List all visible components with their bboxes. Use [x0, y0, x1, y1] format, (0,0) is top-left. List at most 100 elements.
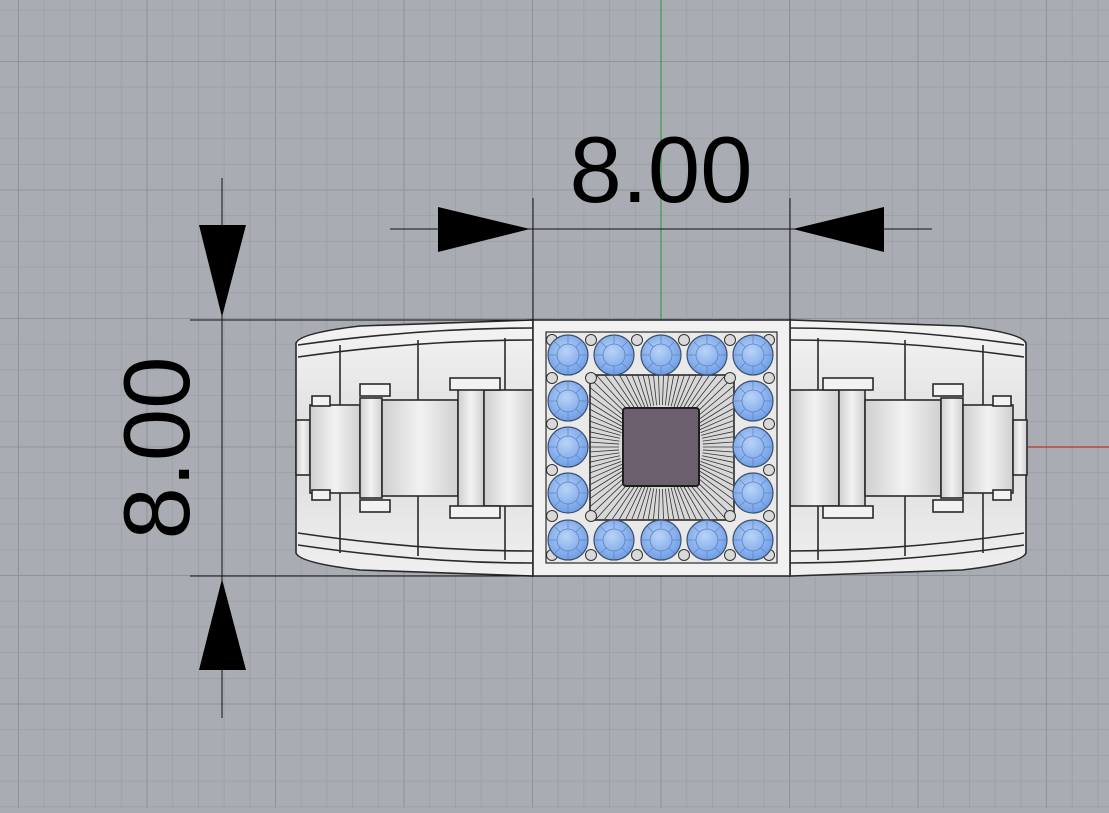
- sunburst-line: [647, 488, 655, 520]
- sunburst-line: [653, 488, 658, 520]
- sunburst-line: [699, 414, 734, 431]
- sunburst-line: [667, 374, 675, 406]
- halo-stones: [547, 334, 774, 561]
- sunburst-line: [681, 374, 703, 411]
- sunburst-line: [653, 374, 658, 406]
- halo-stone[interactable]: [593, 334, 635, 376]
- sunburst-line: [694, 471, 734, 500]
- sunburst-line: [701, 458, 734, 469]
- halo-stone[interactable]: [732, 426, 774, 468]
- sunburst-line: [588, 408, 625, 428]
- sunburst-line: [619, 374, 641, 411]
- horizontal-dimension-label: 8.00: [570, 117, 753, 222]
- halo-stone[interactable]: [547, 472, 589, 514]
- link-segment: [457, 387, 485, 509]
- prong: [724, 549, 736, 561]
- sunburst-line: [631, 374, 646, 409]
- prong: [763, 464, 775, 476]
- sunburst-line: [588, 449, 620, 453]
- sunburst-line: [684, 481, 710, 520]
- prong: [585, 334, 597, 346]
- halo-stone[interactable]: [547, 334, 589, 376]
- sunburst-line: [588, 401, 626, 426]
- sunburst-line: [681, 483, 703, 520]
- sunburst-line: [670, 374, 680, 407]
- sunburst-line: [588, 420, 622, 434]
- halo-stone[interactable]: [732, 472, 774, 514]
- sunburst-line: [701, 425, 734, 436]
- sunburst-line: [702, 436, 734, 442]
- sunburst-line: [612, 481, 638, 520]
- sunburst-line: [588, 425, 621, 436]
- halo-stone[interactable]: [732, 380, 774, 422]
- prong: [585, 372, 597, 384]
- sunburst-line: [701, 455, 734, 463]
- link-segment: [838, 387, 866, 509]
- prong: [585, 510, 597, 522]
- halo-stone[interactable]: [732, 519, 774, 561]
- sunburst-line: [588, 431, 621, 439]
- sunburst-line: [684, 374, 710, 413]
- link-segment: [1012, 419, 1028, 476]
- sunburst-line: [588, 466, 625, 486]
- sunburst-line: [662, 374, 664, 406]
- sunburst-line: [625, 374, 643, 410]
- ring-band[interactable]: [295, 319, 1028, 577]
- link-segment: [295, 419, 311, 476]
- halo-stone[interactable]: [686, 334, 728, 376]
- sunburst-line: [588, 441, 620, 445]
- sunburst-line: [673, 374, 685, 408]
- sunburst-line: [637, 486, 649, 520]
- sunburst-line: [702, 449, 734, 453]
- halo-stone[interactable]: [547, 426, 589, 468]
- sunburst-line: [699, 463, 734, 480]
- sunburst-line: [667, 488, 675, 520]
- halo-stone[interactable]: [732, 334, 774, 376]
- prong: [724, 372, 736, 384]
- prong: [763, 510, 775, 522]
- halo-stone[interactable]: [593, 519, 635, 561]
- prong: [724, 510, 736, 522]
- sunburst-line: [676, 485, 691, 520]
- halo-stone[interactable]: [547, 519, 589, 561]
- prong: [678, 549, 690, 561]
- prong: [763, 418, 775, 430]
- sunburst-line: [701, 431, 734, 439]
- vertical-dimension[interactable]: 8.00: [104, 178, 533, 718]
- sunburst-line: [673, 486, 685, 520]
- prong: [546, 464, 558, 476]
- sunburst-line: [696, 401, 734, 426]
- sunburst-line: [642, 487, 652, 520]
- dimension-arrow-up-icon: [199, 579, 246, 670]
- halo-stone[interactable]: [547, 380, 589, 422]
- halo-stone[interactable]: [640, 334, 682, 376]
- horizontal-dimension[interactable]: 8.00: [390, 117, 932, 320]
- sunburst-line: [625, 484, 643, 520]
- sunburst-line: [702, 441, 734, 445]
- dimension-arrow-down-icon: [199, 225, 246, 317]
- prong: [724, 334, 736, 346]
- sunburst-line: [588, 436, 620, 442]
- prong: [546, 418, 558, 430]
- sunburst-line: [588, 458, 621, 469]
- sunburst-line: [670, 487, 680, 520]
- sunburst-line: [679, 374, 697, 410]
- sunburst-line: [700, 420, 734, 434]
- halo-stone[interactable]: [640, 519, 682, 561]
- sunburst-line: [619, 483, 641, 520]
- sunburst-line: [696, 468, 734, 493]
- prong: [546, 510, 558, 522]
- center-setting[interactable]: [532, 319, 791, 577]
- prong: [631, 334, 643, 346]
- sunburst-line: [588, 471, 628, 500]
- prong: [763, 372, 775, 384]
- center-stone[interactable]: [622, 407, 700, 487]
- sunburst-line: [662, 488, 664, 520]
- halo-stone[interactable]: [686, 519, 728, 561]
- link-segment: [940, 397, 964, 499]
- sunburst-line: [664, 374, 669, 406]
- sunburst-line: [637, 374, 649, 408]
- dimension-arrow-left-icon: [793, 207, 884, 252]
- sunburst-line: [631, 485, 646, 520]
